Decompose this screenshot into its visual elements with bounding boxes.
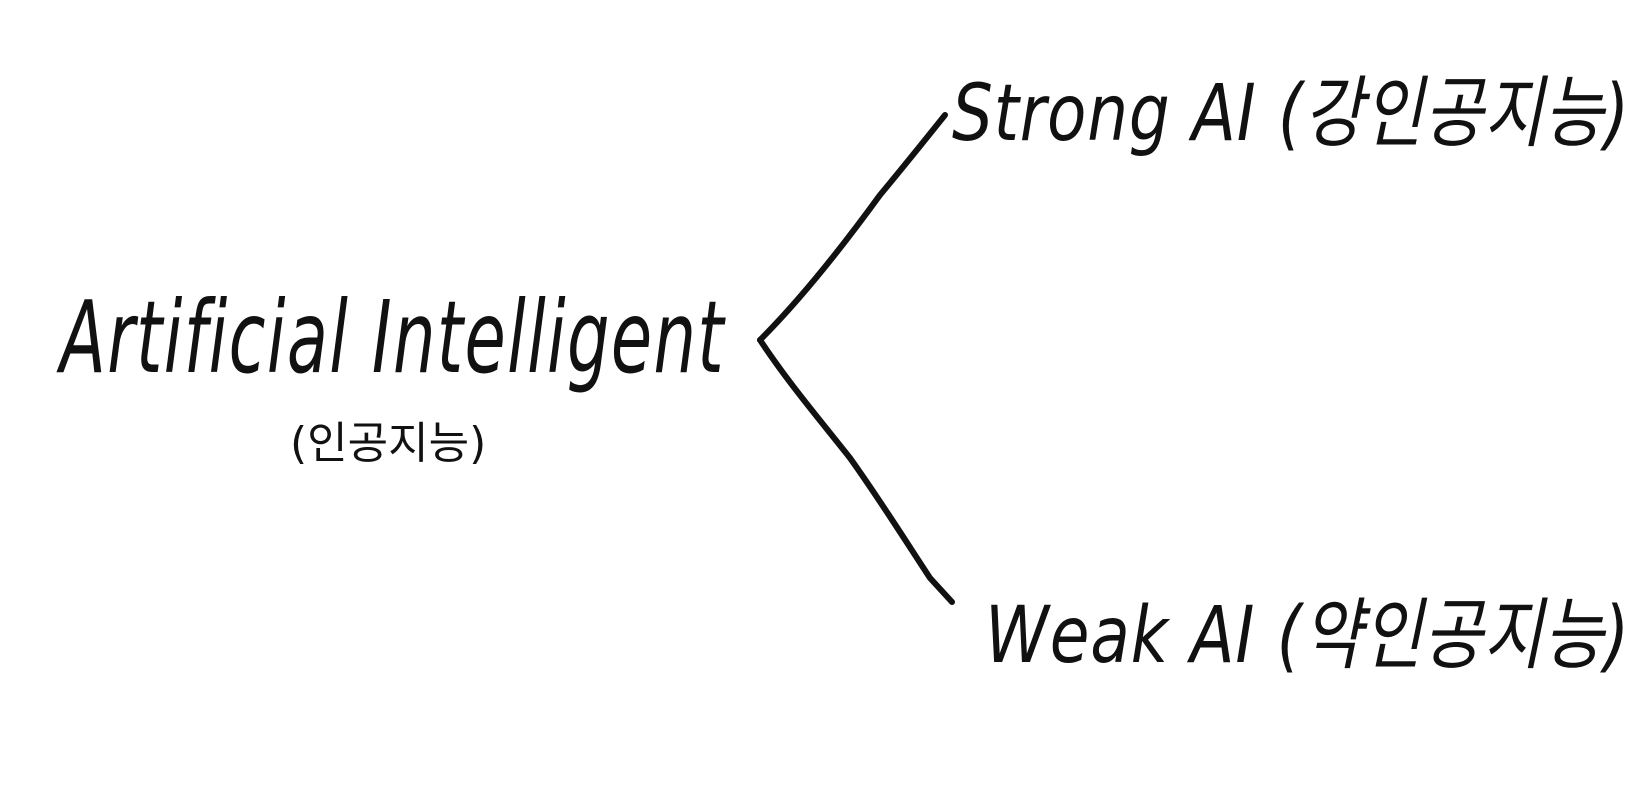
branch-label-strong: Strong AI (강인공지능) bbox=[952, 69, 1630, 159]
branch-node-strong: Strong AI (강인공지능) bbox=[952, 69, 1630, 159]
root-sublabel: (인공지능) bbox=[290, 418, 486, 469]
root-label: Artificial Intelligent bbox=[56, 279, 726, 396]
branch-label-weak: Weak AI (약인공지능) bbox=[985, 591, 1630, 681]
branch-line-strong bbox=[757, 112, 948, 343]
branch-line-weak bbox=[757, 337, 955, 605]
root-node: Artificial Intelligent (인공지능) bbox=[56, 279, 726, 469]
branch-node-weak: Weak AI (약인공지능) bbox=[985, 591, 1630, 681]
